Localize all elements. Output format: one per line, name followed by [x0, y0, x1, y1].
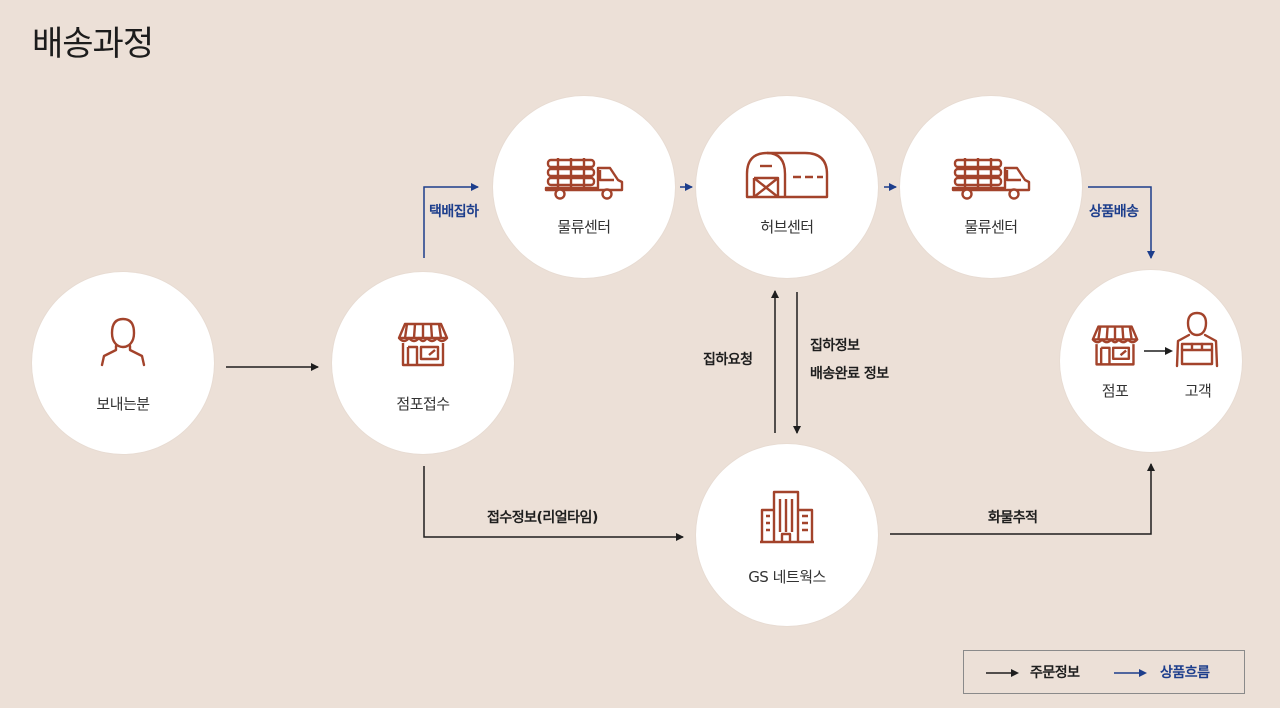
node-destination: 점포 고객 — [1060, 270, 1242, 452]
arrow-store-to-logistics — [423, 183, 479, 258]
truck-icon — [951, 158, 1031, 200]
legend-order-info: 주문정보 — [1030, 665, 1080, 681]
node-logistics-center-2-label: 물류센터 — [964, 218, 1018, 236]
edge-label-pickup-info: 집하정보 — [810, 338, 860, 354]
arrow-store-to-gs — [423, 466, 684, 541]
legend-product-flow: 상품흐름 — [1160, 665, 1210, 681]
store-icon — [1091, 325, 1139, 366]
arrow-icon — [1144, 347, 1173, 355]
warehouse-icon — [745, 151, 829, 199]
page-title: 배송과정 — [32, 24, 154, 64]
arrow-gs-to-destination — [890, 463, 1155, 535]
edge-label-cargo-tracking: 화물추적 — [988, 510, 1038, 526]
node-logistics-center-1: 물류센터 — [493, 96, 675, 278]
edge-label-parcel-pickup: 택배집하 — [429, 204, 479, 220]
node-logistics-center-2: 물류센터 — [900, 96, 1082, 278]
node-sender-label: 보내는분 — [96, 395, 150, 413]
person-icon — [100, 317, 146, 367]
node-store-receipt-label: 점포접수 — [396, 395, 450, 413]
building-icon — [760, 490, 814, 544]
node-hub-center-label: 허브센터 — [760, 218, 814, 236]
node-logistics-center-1-label: 물류센터 — [557, 218, 611, 236]
node-customer-label: 고객 — [1184, 382, 1212, 400]
legend: 주문정보 상품흐름 — [963, 650, 1245, 694]
arrow-logistics-to-destination — [1088, 186, 1155, 259]
node-store-receipt: 점포접수 — [332, 272, 514, 454]
node-gs-networks: GS 네트웍스 — [696, 444, 878, 626]
node-hub-center: 허브센터 — [696, 96, 878, 278]
node-store-label: 점포 — [1101, 382, 1129, 400]
edge-label-product-delivery: 상품배송 — [1089, 204, 1139, 220]
node-sender: 보내는분 — [32, 272, 214, 454]
edge-label-receipt-info: 접수정보(리얼타임) — [487, 510, 598, 526]
legend-blue-arrow-icon — [1114, 669, 1147, 677]
truck-icon — [544, 158, 624, 200]
edge-label-pickup-request: 집하요청 — [703, 352, 753, 368]
edge-label-delivery-complete: 배송완료 정보 — [810, 366, 889, 382]
customer-box-icon — [1175, 311, 1219, 368]
node-gs-networks-label: GS 네트웍스 — [748, 568, 826, 586]
store-icon — [397, 322, 449, 367]
legend-black-arrow-icon — [986, 669, 1019, 677]
